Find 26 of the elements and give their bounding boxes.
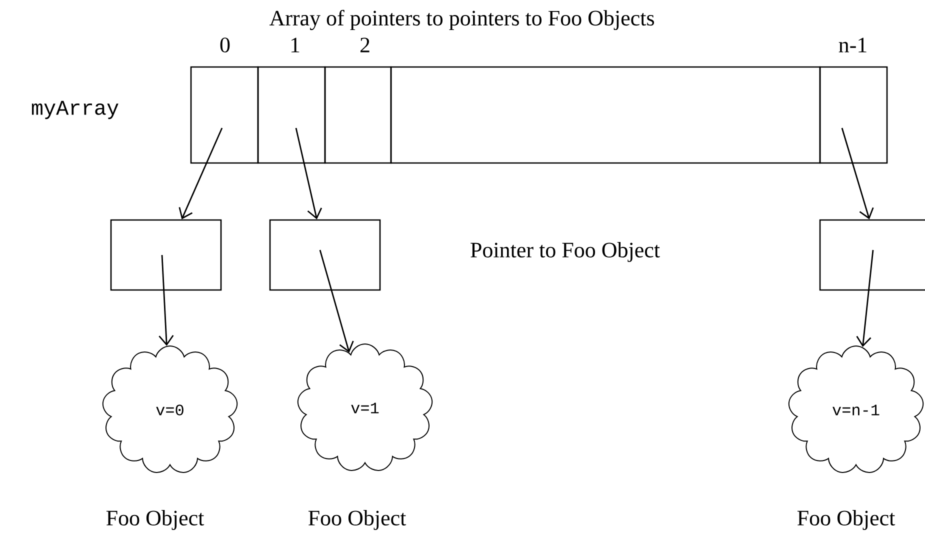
arrow: [158, 254, 174, 346]
array-cell: [257, 66, 326, 164]
array-cell: [324, 66, 392, 164]
array-cell: [819, 66, 888, 164]
array-name: myArray: [32, 100, 118, 120]
cloud: v=n-1: [788, 346, 924, 473]
array-cell: [390, 66, 821, 164]
arrow: [859, 207, 874, 220]
arrow: [178, 207, 193, 220]
title: Array of pointers to pointers to Foo Objects: [269, 10, 654, 30]
index-label: 0: [220, 38, 230, 52]
arrow: [307, 208, 322, 220]
object-caption: Foo Object: [308, 510, 406, 530]
object-caption: Foo Object: [106, 510, 204, 530]
pointer-box: [269, 219, 381, 291]
index-label: 1: [291, 38, 300, 52]
object-caption: Foo Object: [797, 510, 896, 530]
array-cell: [190, 66, 259, 164]
index-label: n-1: [838, 38, 866, 52]
index-label: 2: [360, 38, 370, 52]
pointer-box: [819, 219, 925, 291]
cloud: v=1: [297, 344, 433, 471]
pointer-caption: Pointer to Foo Object: [470, 242, 660, 262]
cloud: v=0: [102, 346, 238, 473]
pointer-box: [110, 219, 222, 291]
arrow: [319, 250, 354, 353]
